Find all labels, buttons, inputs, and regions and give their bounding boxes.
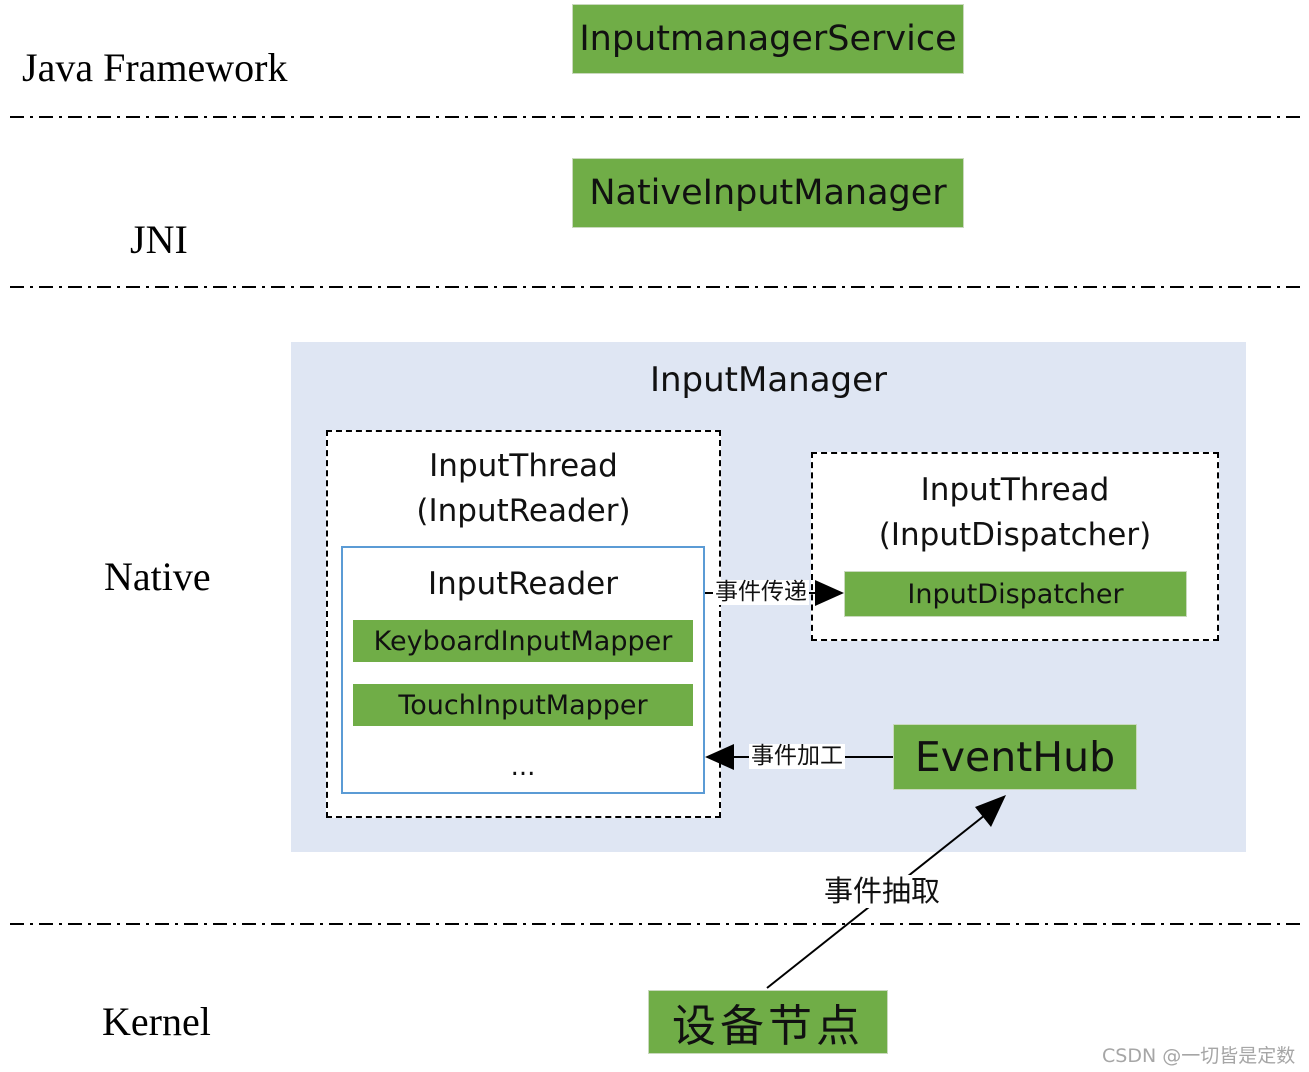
- event-extraction-arrowhead: [975, 795, 1006, 827]
- event-extraction-label: 事件抽取: [820, 875, 945, 908]
- layer-label-native: Native: [104, 554, 211, 599]
- device-node-box: 设备节点: [648, 990, 888, 1054]
- keyboard-input-mapper-box: KeyboardInputMapper: [352, 619, 694, 663]
- touch-input-mapper-box: TouchInputMapper: [352, 683, 694, 727]
- input-manager-title: InputManager: [649, 360, 888, 400]
- native-input-manager-box: NativeInputManager: [572, 158, 964, 228]
- layer-label-jni: JNI: [130, 217, 188, 262]
- input-dispatcher-thread-subtitle: (InputDispatcher): [878, 517, 1152, 553]
- input-reader-thread-title: InputThread: [429, 448, 618, 484]
- layer-label-kernel: Kernel: [102, 999, 211, 1044]
- event-transfer-arrowhead: [815, 580, 844, 606]
- layer-label-java-framework: Java Framework: [22, 45, 288, 90]
- watermark: CSDN @一切皆是定数: [1102, 1045, 1296, 1067]
- event-transfer-label: 事件传递: [713, 579, 809, 605]
- input-reader-box: [341, 546, 705, 794]
- input-dispatcher-thread-title: InputThread: [920, 472, 1110, 508]
- event-hub-box: EventHub: [893, 724, 1137, 790]
- input-manager-service-box: InputmanagerService: [572, 4, 964, 74]
- event-processing-arrowhead: [705, 744, 734, 770]
- event-processing-label: 事件加工: [749, 743, 845, 769]
- input-reader-thread-subtitle: (InputReader): [416, 493, 631, 529]
- more-mappers-ellipsis: ...: [510, 752, 536, 782]
- input-reader-title: InputReader: [428, 566, 618, 602]
- input-dispatcher-box: InputDispatcher: [844, 571, 1187, 617]
